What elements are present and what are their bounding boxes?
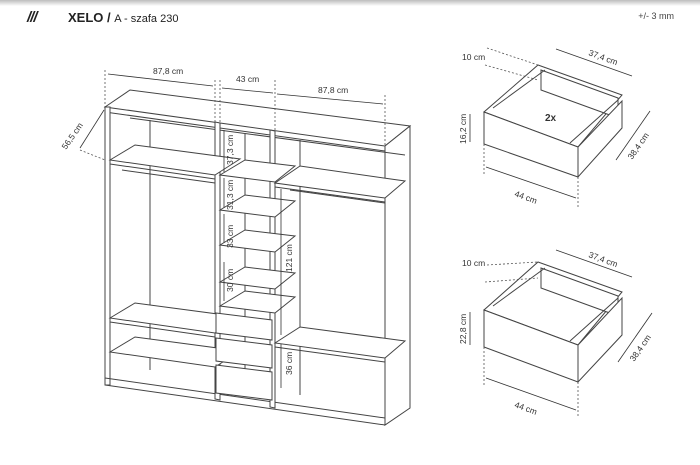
dim-small-panel-height: 10 cm (462, 52, 485, 62)
wardrobe-drawer-3 (215, 364, 273, 401)
dim-shelf-2: 31,3 cm (225, 180, 235, 210)
wardrobe-drawer-2 (215, 337, 273, 369)
dim-width-left: 87,8 cm (153, 66, 183, 76)
dim-width-right: 87,8 cm (318, 85, 348, 95)
dim-large-front-height: 22,8 cm (458, 314, 468, 344)
brand-logo: /// (27, 9, 37, 26)
dim-large-panel-height: 10 cm (462, 258, 485, 268)
dim-hanging-height: 121 cm (284, 244, 294, 272)
dim-large-front-width: 44 cm (513, 399, 538, 416)
dim-shelf-1: 37,3 cm (225, 135, 235, 165)
drawer-quantity: 2x (545, 113, 557, 124)
dim-bottom-compartment: 36 cm (284, 352, 294, 375)
drawer-small-drawing: 2x 10 cm 37,4 cm 38,4 cm 16,2 cm 44 cm (458, 47, 651, 208)
dim-large-inner-width: 37,4 cm (587, 249, 619, 269)
dim-shelf-3: 33 cm (225, 225, 235, 248)
dim-shelf-4: 30 cm (225, 269, 235, 292)
wardrobe-drawer-1 (215, 312, 273, 341)
dim-small-inner-width: 37,4 cm (587, 47, 619, 67)
page-title: XELO / A - szafa 230 (68, 10, 178, 25)
dim-small-front-width: 44 cm (513, 188, 538, 205)
dim-small-depth: 38,4 cm (625, 131, 651, 162)
wardrobe-drawing: 87,8 cm 43 cm 87,8 cm 56,5 cm 37,3 cm 31… (59, 66, 412, 426)
dim-small-front-height: 16,2 cm (458, 114, 468, 144)
brand-name: XELO / (68, 10, 111, 25)
dim-large-depth: 38,4 cm (627, 333, 653, 364)
tolerance-note: +/- 3 mm (638, 11, 674, 21)
dim-width-middle: 43 cm (236, 74, 259, 84)
top-bar (0, 0, 700, 6)
model-name: A - szafa 230 (114, 13, 179, 25)
drawer-large-drawing: 10 cm 37,4 cm 38,4 cm 22,8 cm 44 cm (458, 249, 653, 418)
